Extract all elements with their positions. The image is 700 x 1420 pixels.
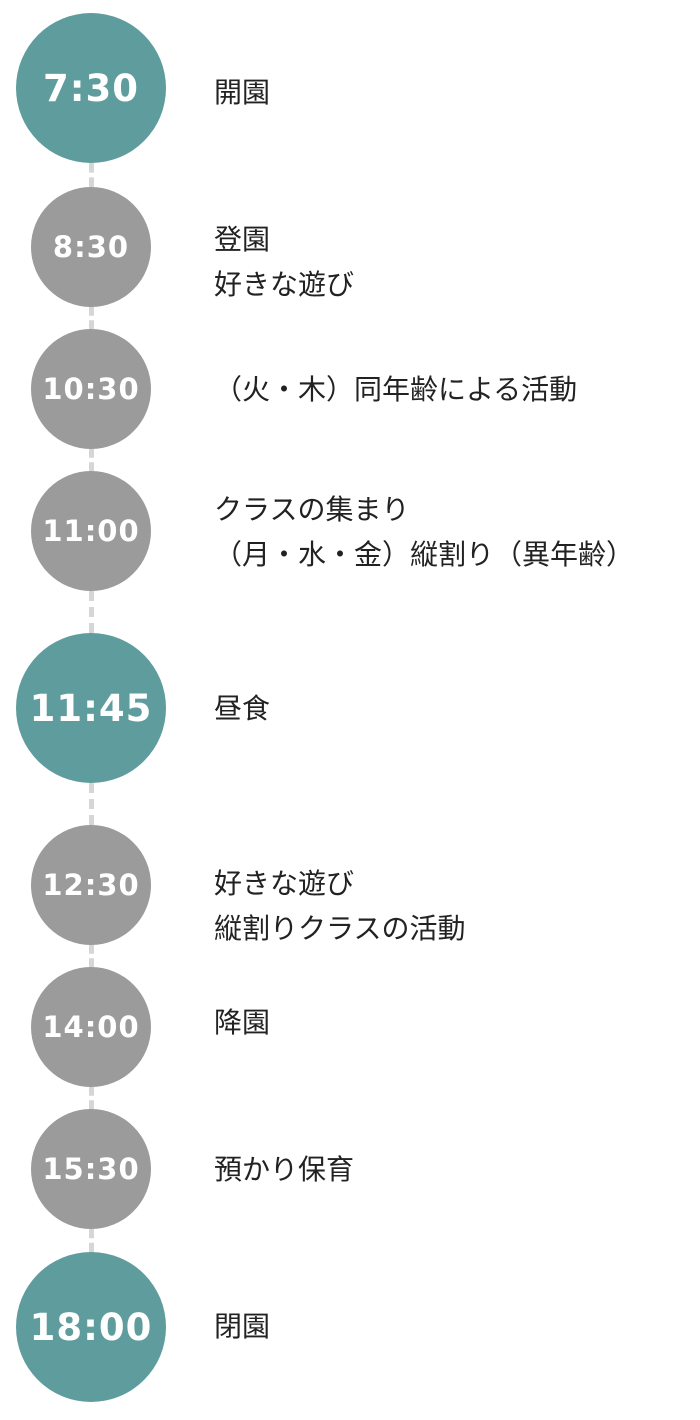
schedule-activity: 昼食: [214, 686, 694, 731]
timeline-connector: [89, 449, 94, 471]
timeline-connector: [89, 1229, 94, 1252]
time-badge: 10:30: [31, 329, 151, 449]
timeline-connector: [89, 163, 94, 187]
time-badge: 18:00: [16, 1252, 166, 1402]
time-badge: 12:30: [31, 825, 151, 945]
activity-line: （火・木）同年齢による活動: [214, 373, 578, 406]
schedule-activity: 降園: [214, 1000, 694, 1045]
activity-line: 縦割りクラスの活動: [214, 912, 466, 945]
timeline-connector: [89, 1087, 94, 1109]
schedule-activity: 閉園: [214, 1304, 694, 1349]
activity-line: 預かり保育: [214, 1153, 355, 1186]
schedule-activity: クラスの集まり （月・水・金）縦割り（異年齢）: [214, 487, 694, 577]
schedule-activity: 登園好きな遊び: [214, 217, 694, 307]
activity-line: 昼食: [214, 692, 271, 725]
timeline-connector: [89, 945, 94, 967]
timeline-connector: [89, 307, 94, 329]
schedule-activity: 好きな遊び縦割りクラスの活動: [214, 861, 694, 951]
activity-line: クラスの集まり: [214, 493, 410, 526]
time-badge: 15:30: [31, 1109, 151, 1229]
timeline-connector: [89, 783, 94, 825]
activity-line: 閉園: [214, 1310, 271, 1343]
activity-line: 降園: [214, 1006, 271, 1039]
activity-line: 好きな遊び: [214, 268, 355, 301]
schedule-activity: （火・木）同年齢による活動: [214, 367, 694, 412]
schedule-activity: 開園: [214, 70, 694, 115]
activity-line: 登園: [214, 223, 271, 256]
activity-line: （月・水・金）縦割り（異年齢）: [214, 538, 635, 571]
time-badge: 14:00: [31, 967, 151, 1087]
time-badge: 7:30: [16, 13, 166, 163]
time-badge: 11:45: [16, 633, 166, 783]
time-badge: 11:00: [31, 471, 151, 591]
schedule-activity: 預かり保育: [214, 1147, 694, 1192]
activity-line: 開園: [214, 76, 271, 109]
time-badge: 8:30: [31, 187, 151, 307]
timeline-connector: [89, 591, 94, 633]
activity-line: 好きな遊び: [214, 867, 355, 900]
